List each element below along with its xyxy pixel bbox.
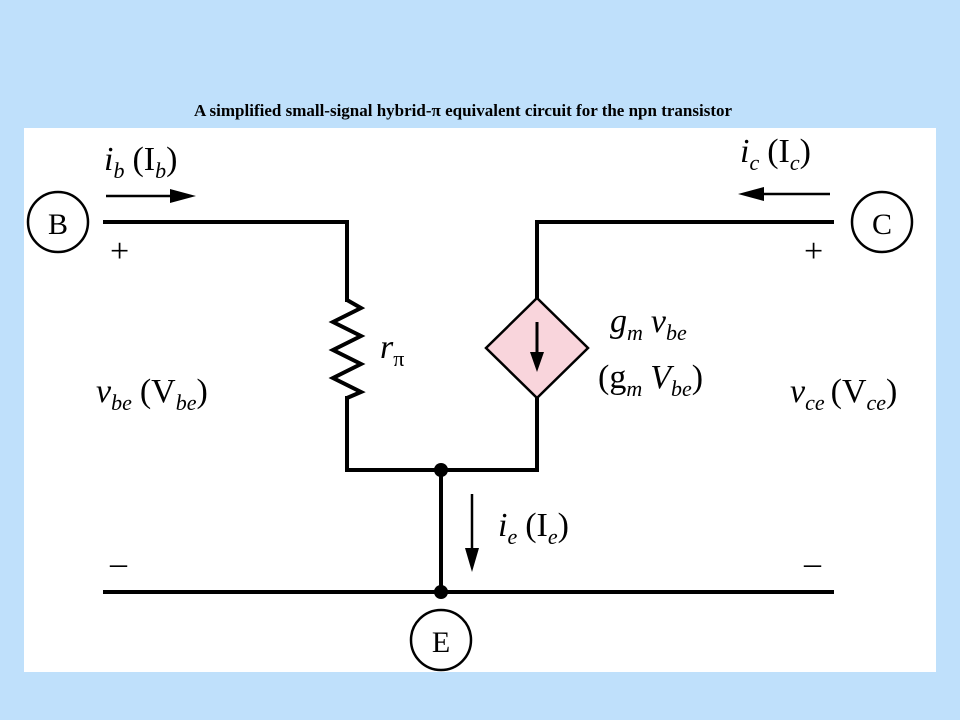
plus-base: + — [110, 233, 129, 270]
svg-text:E: E — [432, 626, 450, 659]
svg-text:C: C — [872, 208, 892, 241]
minus-collector: – — [803, 545, 822, 582]
svg-text:B: B — [48, 208, 68, 241]
terminal-base: B — [26, 190, 90, 254]
slide-title: A simplified small-signal hybrid-π equiv… — [193, 101, 733, 120]
label-ie: ie(Ie) — [498, 507, 569, 549]
junction-dot-bottom — [434, 585, 448, 599]
label-r-pi: rπ — [380, 329, 404, 371]
diagram-panel — [24, 128, 936, 672]
label-ic: ic(Ic) — [740, 133, 811, 175]
collector-wire — [535, 220, 834, 300]
resistor-lower-wire — [345, 396, 539, 472]
terminal-emitter: E — [409, 608, 473, 672]
minus-base: – — [109, 545, 128, 582]
label-vce: vce(Vce) — [790, 373, 897, 415]
ib-arrow-icon — [106, 189, 196, 203]
base-wire — [103, 220, 349, 302]
plus-collector: + — [804, 233, 823, 270]
source-arrow-icon — [530, 322, 544, 372]
terminal-collector: C — [850, 190, 914, 254]
junction-dot-top — [434, 463, 448, 477]
resistor-r-pi — [328, 298, 366, 400]
label-ib: ib(Ib) — [104, 141, 177, 183]
ie-arrow-icon — [465, 494, 479, 572]
ic-arrow-icon — [738, 187, 830, 201]
label-vbe: vbe(Vbe) — [96, 373, 208, 415]
